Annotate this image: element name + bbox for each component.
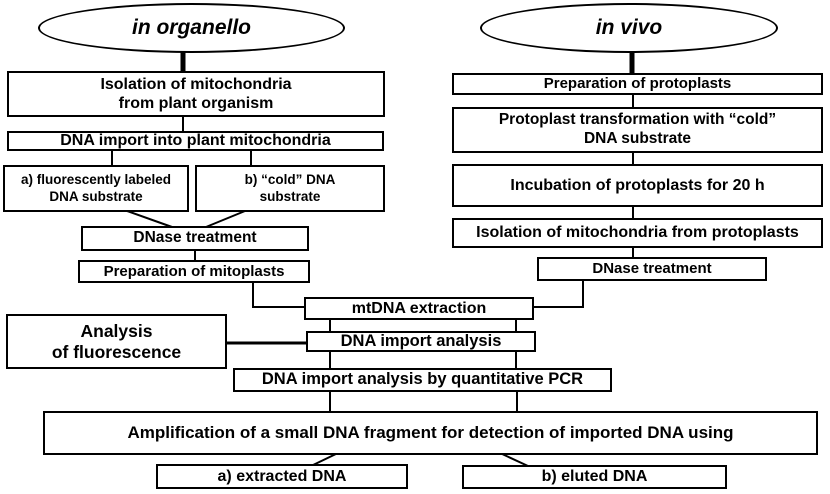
connector-amplification-to-extracted	[310, 452, 339, 467]
step-dnase-treatment-vivo: DNase treatment	[537, 257, 767, 281]
header-in-organello: in organello	[38, 3, 345, 53]
step-dna-import-analysis: DNA import analysis	[306, 331, 536, 352]
step-eluted-dna: b) eluted DNA	[462, 465, 727, 489]
connector-substrate-b-to-dnase	[205, 210, 246, 228]
step-cold-dna-substrate: b) “cold” DNA substrate	[195, 165, 385, 212]
step-mtdna-extraction: mtDNA extraction	[304, 297, 534, 320]
step-extracted-dna: a) extracted DNA	[156, 464, 408, 489]
step-isolation-of-mitochondria: Isolation of mitochondria from plant org…	[7, 71, 385, 117]
connector-amplification-to-eluted	[499, 452, 529, 467]
step-dna-import-into-mitochondria: DNA import into plant mitochondria	[7, 131, 384, 151]
step-preparation-of-protoplasts: Preparation of protoplasts	[452, 73, 823, 95]
step-incubation-of-protoplasts: Incubation of protoplasts for 20 h	[452, 164, 823, 207]
step-qpcr-analysis: DNA import analysis by quantitative PCR	[233, 368, 612, 392]
connector-substrate-a-to-dnase	[126, 210, 173, 228]
step-analysis-of-fluorescence: Analysis of fluorescence	[6, 314, 227, 369]
step-amplification: Amplification of a small DNA fragment fo…	[43, 411, 818, 455]
step-protoplast-transformation: Protoplast transformation with “cold” DN…	[452, 107, 823, 153]
step-isolation-from-protoplasts: Isolation of mitochondria from protoplas…	[452, 218, 823, 248]
step-dnase-treatment-organello: DNase treatment	[81, 226, 309, 251]
step-fluorescent-dna-substrate: a) fluorescently labeled DNA substrate	[3, 165, 189, 212]
connector-dnase-vivo-to-mtdna	[533, 279, 584, 308]
step-preparation-of-mitoplasts: Preparation of mitoplasts	[78, 260, 310, 283]
connector-mitoplasts-to-mtdna	[252, 282, 305, 308]
header-in-vivo: in vivo	[480, 3, 778, 53]
